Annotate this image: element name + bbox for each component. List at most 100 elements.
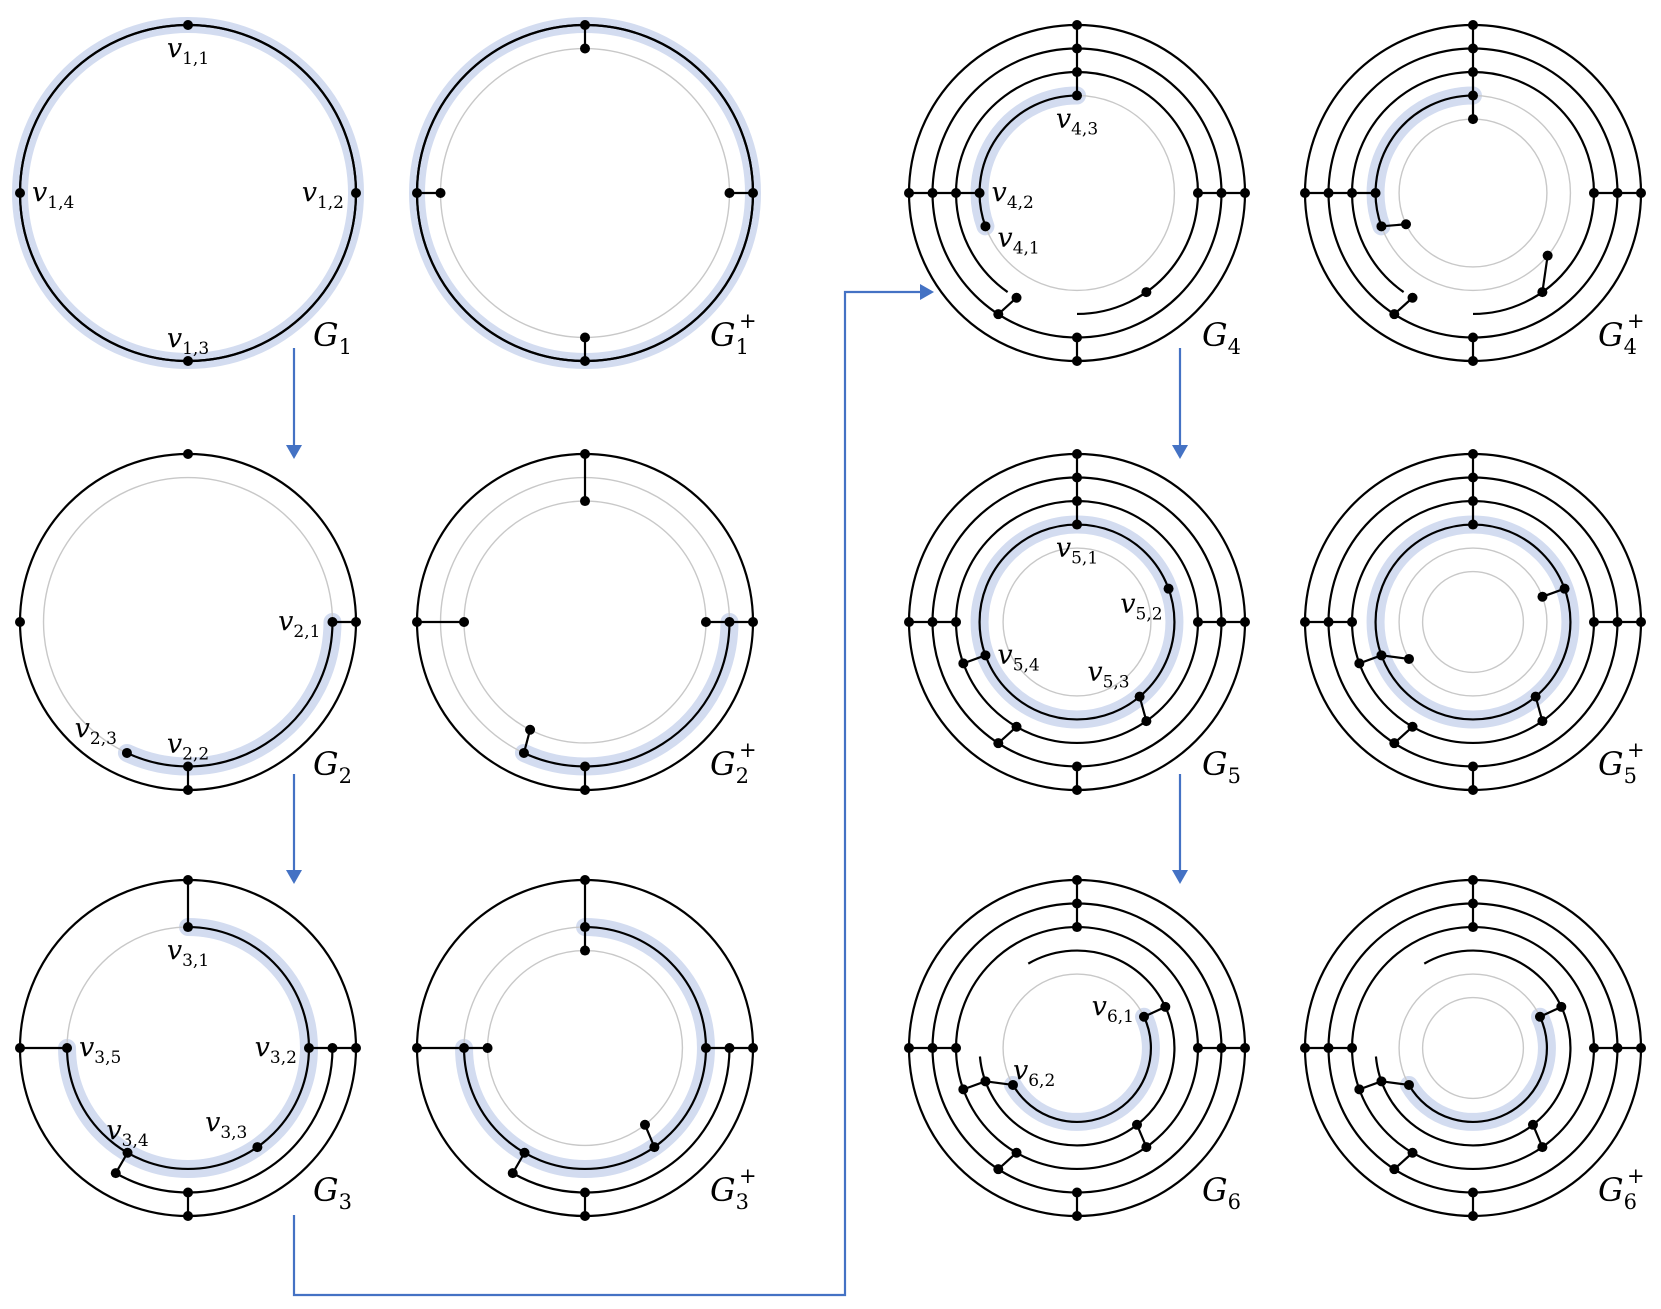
vertex-dot	[1468, 1211, 1478, 1221]
vertex-label-sub: 6,1	[1107, 1007, 1134, 1027]
vertex-dot	[927, 188, 938, 198]
vertex-dot	[1216, 1043, 1227, 1053]
highlight-band	[1366, 86, 1482, 236]
vertex-label-sub: 2,1	[293, 622, 320, 642]
vertex-dot	[518, 747, 529, 758]
graph-label-sup: +	[739, 738, 757, 762]
vertex-label-sub: 5,3	[1103, 673, 1130, 693]
graph-label: G5	[1202, 745, 1241, 788]
vertex-label-main: v	[302, 177, 317, 208]
graph-label-main: G	[710, 1171, 736, 1209]
vertex-dot	[62, 1043, 73, 1053]
vertex-label-main: v	[992, 177, 1007, 208]
vertex-dot	[580, 785, 590, 795]
graph-label-main: G	[1202, 1171, 1228, 1209]
vertex-dot	[700, 617, 711, 627]
vertex-dot	[1468, 761, 1478, 772]
graph-label: G4	[1202, 316, 1241, 359]
vertex-label-sub: 2,2	[182, 744, 209, 764]
vertex-dot	[1347, 617, 1358, 627]
vertex-dot	[1011, 721, 1022, 732]
vertex-dot	[980, 650, 991, 661]
vertex-label: v5,1	[1056, 533, 1098, 569]
vertex-dot	[1072, 785, 1082, 795]
vertex-label: v5,3	[1087, 657, 1129, 693]
vertex-dot	[748, 1043, 758, 1053]
cycle-ring	[1374, 523, 1572, 721]
path-arc	[65, 925, 311, 1171]
guide-ring	[1421, 996, 1525, 1100]
vertex-dot	[1141, 287, 1152, 298]
vertex-dot	[1138, 1011, 1149, 1022]
vertex-dot	[951, 617, 962, 627]
vertex-label: v2,2	[167, 728, 209, 764]
vertex-dot	[1612, 1043, 1623, 1053]
vertex-dot	[183, 785, 193, 795]
vertex-label: v5,2	[1120, 589, 1162, 625]
guide-ring	[1421, 570, 1525, 674]
vertex-dot	[1636, 1043, 1646, 1053]
panel-g4: v4,3v4,2v4,1G4	[904, 20, 1250, 366]
vertex-label-main: v	[106, 1115, 121, 1146]
vertex-dot	[351, 1043, 361, 1053]
vertex-label: v3,1	[167, 935, 209, 971]
vertex-label: v6,2	[1013, 1055, 1055, 1091]
vertex-label-main: v	[75, 713, 90, 744]
vertex-dot	[1323, 617, 1334, 627]
vertex-dot	[927, 617, 938, 627]
vertex-dot	[993, 309, 1004, 320]
vertex-dot	[580, 449, 590, 459]
vertex-dot	[412, 617, 422, 627]
vertex-label: v1,1	[167, 33, 209, 69]
vertex-dot	[1216, 617, 1227, 627]
vertex-dot	[1072, 43, 1082, 54]
vertex-dot	[303, 1043, 314, 1053]
highlight-band	[1399, 1007, 1556, 1131]
vertex-label-main: v	[205, 1107, 220, 1138]
vertex-dot	[951, 188, 962, 198]
vertex-dot	[412, 1043, 422, 1053]
vertex-dot	[1389, 1164, 1400, 1175]
vertex-dot	[15, 617, 25, 627]
vertex-label-sub: 1,1	[182, 49, 209, 69]
graph-label-main: G	[1598, 745, 1624, 783]
graph-label-main: G	[1598, 316, 1624, 354]
guide-ring	[1002, 547, 1152, 697]
vertex-dot	[459, 617, 470, 627]
graph-label-main: G	[1202, 316, 1228, 354]
vertex-label-sub: 5,4	[1013, 655, 1040, 675]
vertex-dot	[1072, 20, 1082, 30]
cycle-ring	[1327, 902, 1619, 1194]
cycle-ring	[954, 925, 1200, 1171]
graph-label: G4+	[1598, 309, 1645, 359]
graph-label-sup: +	[739, 309, 757, 333]
vertex-dot	[993, 1164, 1004, 1175]
vertex-dot	[580, 43, 590, 54]
vertex-dot	[1072, 1211, 1082, 1221]
vertex-dot	[1636, 617, 1646, 627]
vertex-label-sub: 1,3	[182, 339, 209, 359]
graph-label-sup: +	[1627, 309, 1645, 333]
graph-label-sup: +	[1627, 738, 1645, 762]
vertex-dot	[1389, 309, 1400, 320]
vertex-label-sub: 3,5	[94, 1048, 121, 1068]
graph-label-sub: 3	[736, 1190, 749, 1214]
vertex-dot	[525, 724, 536, 735]
vertex-dot	[507, 1168, 518, 1179]
highlight-band	[409, 17, 762, 369]
vertex-label: v3,3	[205, 1107, 247, 1143]
vertex-label-sub: 3,4	[122, 1131, 149, 1151]
vertex-dot	[1612, 617, 1623, 627]
vertex-dot	[1300, 188, 1310, 198]
vertex-dot	[580, 1211, 590, 1221]
vertex-dot	[700, 1043, 711, 1053]
vertex-dot	[1072, 356, 1082, 366]
vertex-dot	[724, 1043, 735, 1053]
guide-ring	[463, 500, 707, 744]
vertex-dot	[1240, 1043, 1250, 1053]
vertex-dot	[1537, 1142, 1548, 1153]
graph-label-sub: 5	[1228, 764, 1241, 788]
vertex-dot	[1389, 738, 1400, 749]
vertex-dot	[1376, 1076, 1387, 1087]
